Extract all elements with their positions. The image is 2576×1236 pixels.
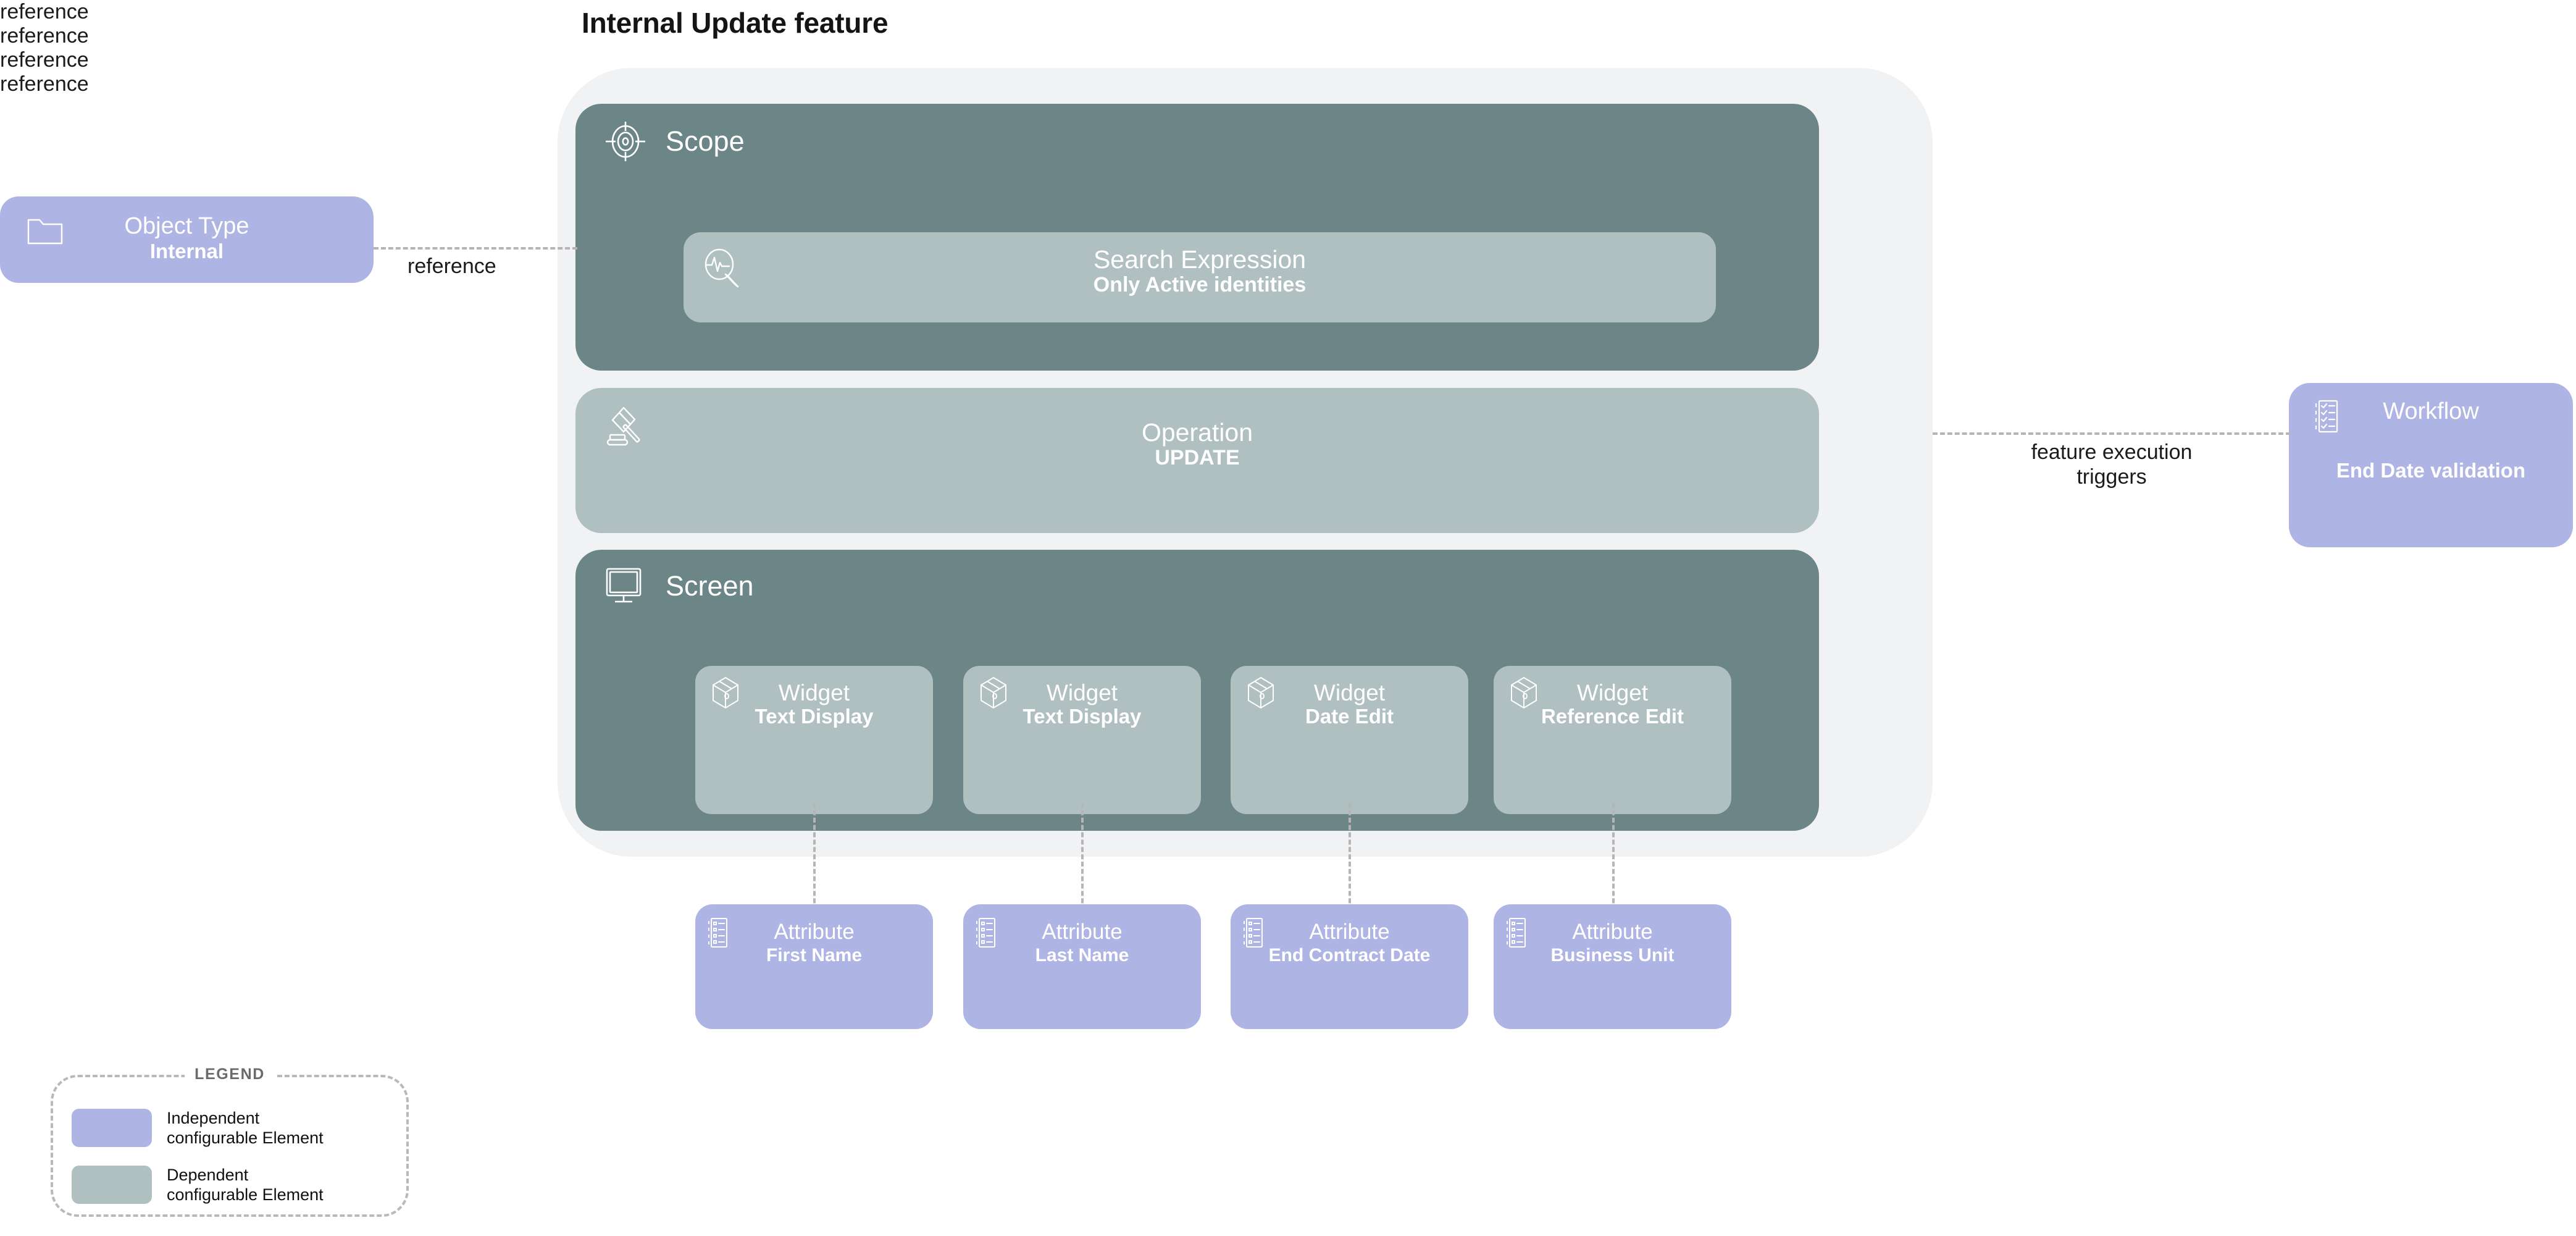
screen-header: Screen <box>605 567 754 605</box>
search-expression-value: Only Active identities <box>1093 273 1307 297</box>
connector-label-reference: reference <box>0 72 89 96</box>
operation-value: UPDATE <box>1155 446 1240 470</box>
attribute-list-icon <box>1506 917 1528 949</box>
widget-value: Date Edit <box>1305 704 1394 728</box>
legend-label-independent: Independent configurable Element <box>167 1108 324 1148</box>
widget-value: Reference Edit <box>1541 704 1684 728</box>
object-type-kind: Object Type <box>124 213 249 239</box>
widget-kind: Widget <box>778 680 850 705</box>
workflow-kind: Workflow <box>2383 398 2479 424</box>
connector-object-type <box>374 247 577 250</box>
workflow-value: End Date validation <box>2336 458 2526 482</box>
monitor-icon <box>605 567 646 605</box>
attribute-text: Attribute Business Unit <box>1494 920 1731 966</box>
checklist-icon <box>2315 399 2341 434</box>
folder-icon <box>27 216 63 246</box>
attribute-list-icon <box>976 917 998 949</box>
legend: LEGEND Independent configurable Element … <box>51 1066 409 1217</box>
connector-label-reference: reference <box>408 254 496 278</box>
widget-card[interactable]: Widget Date Edit <box>1231 666 1468 814</box>
connector-widget-attribute <box>1612 803 1615 918</box>
widget-text: Widget Text Display <box>963 681 1201 728</box>
widget-text: Widget Reference Edit <box>1494 681 1731 728</box>
scope-header: Scope <box>605 121 745 162</box>
workflow-text: Workflow End Date validation <box>2289 398 2573 482</box>
attribute-list-icon <box>708 917 730 949</box>
connector-label-line1: feature execution <box>2031 440 2193 464</box>
legend-item-dependent: Dependent configurable Element <box>72 1165 324 1205</box>
search-expression-kind: Search Expression <box>1093 245 1307 274</box>
legend-item-independent: Independent configurable Element <box>72 1108 324 1148</box>
connector-label-reference: reference <box>0 0 89 23</box>
legend-label-line2: configurable Element <box>167 1129 324 1148</box>
connector-label-reference: reference <box>0 24 89 48</box>
widget-card[interactable]: Widget Reference Edit <box>1494 666 1731 814</box>
connector-label-feature-execution: feature execution triggers <box>1939 440 2285 489</box>
attribute-value: Business Unit <box>1550 944 1675 965</box>
attribute-text: Attribute End Contract Date <box>1231 920 1468 966</box>
package-box-icon <box>710 676 741 710</box>
attribute-box[interactable]: Attribute Last Name <box>963 904 1201 1029</box>
package-box-icon <box>1245 676 1276 710</box>
legend-label-line1: Dependent <box>167 1166 249 1184</box>
attribute-box[interactable]: Attribute Business Unit <box>1494 904 1731 1029</box>
search-pulse-icon <box>703 248 742 289</box>
section-operation: Operation UPDATE <box>575 388 1819 533</box>
widget-value: Text Display <box>755 704 874 728</box>
search-expression-text: Search Expression Only Active identities <box>684 246 1716 297</box>
package-box-icon <box>1508 676 1539 710</box>
attribute-value: Last Name <box>1035 944 1129 965</box>
legend-label-dependent: Dependent configurable Element <box>167 1165 324 1205</box>
connector-label-line2: triggers <box>2076 465 2147 489</box>
connector-widget-attribute <box>1081 803 1084 918</box>
attribute-text: Attribute First Name <box>695 920 933 966</box>
attribute-value: End Contract Date <box>1268 944 1431 965</box>
widget-text: Widget Text Display <box>695 681 933 728</box>
connector-widget-attribute <box>1349 803 1351 918</box>
attribute-list-icon <box>1243 917 1265 949</box>
legend-label-line2: configurable Element <box>167 1185 324 1204</box>
crosshair-target-icon <box>605 121 646 162</box>
widget-kind: Widget <box>1313 680 1386 705</box>
attribute-kind: Attribute <box>1309 920 1390 944</box>
workflow-box[interactable]: Workflow End Date validation <box>2289 383 2573 547</box>
operation-header <box>605 405 646 447</box>
widget-text: Widget Date Edit <box>1231 681 1468 728</box>
operation-kind: Operation <box>1141 418 1253 447</box>
gavel-icon <box>605 405 646 447</box>
attribute-text: Attribute Last Name <box>963 920 1201 966</box>
connector-widget-attribute <box>813 803 816 918</box>
widget-kind: Widget <box>1046 680 1118 705</box>
operation-text: Operation UPDATE <box>575 419 1819 470</box>
widget-value: Text Display <box>1022 704 1142 728</box>
package-box-icon <box>978 676 1009 710</box>
attribute-box[interactable]: Attribute First Name <box>695 904 933 1029</box>
attribute-kind: Attribute <box>774 920 855 944</box>
card-search-expression: Search Expression Only Active identities <box>684 232 1716 322</box>
legend-swatch-independent <box>72 1109 152 1148</box>
attribute-box[interactable]: Attribute End Contract Date <box>1231 904 1468 1029</box>
scope-title: Scope <box>666 125 745 157</box>
object-type-box[interactable]: Object Type Internal <box>0 196 374 283</box>
legend-label-line1: Independent <box>167 1109 260 1127</box>
legend-swatch-dependent <box>72 1166 152 1204</box>
attribute-kind: Attribute <box>1572 920 1653 944</box>
object-type-value: Internal <box>149 239 224 263</box>
widget-card[interactable]: Widget Text Display <box>695 666 933 814</box>
screen-title: Screen <box>666 570 754 602</box>
object-type-text: Object Type Internal <box>0 213 374 263</box>
attribute-value: First Name <box>766 944 863 965</box>
attribute-kind: Attribute <box>1042 920 1123 944</box>
legend-title: LEGEND <box>185 1066 275 1083</box>
page-title: Internal Update feature <box>582 7 889 39</box>
connector-label-reference: reference <box>0 48 89 72</box>
widget-card[interactable]: Widget Text Display <box>963 666 1201 814</box>
connector-workflow <box>1933 432 2291 435</box>
widget-kind: Widget <box>1576 680 1649 705</box>
